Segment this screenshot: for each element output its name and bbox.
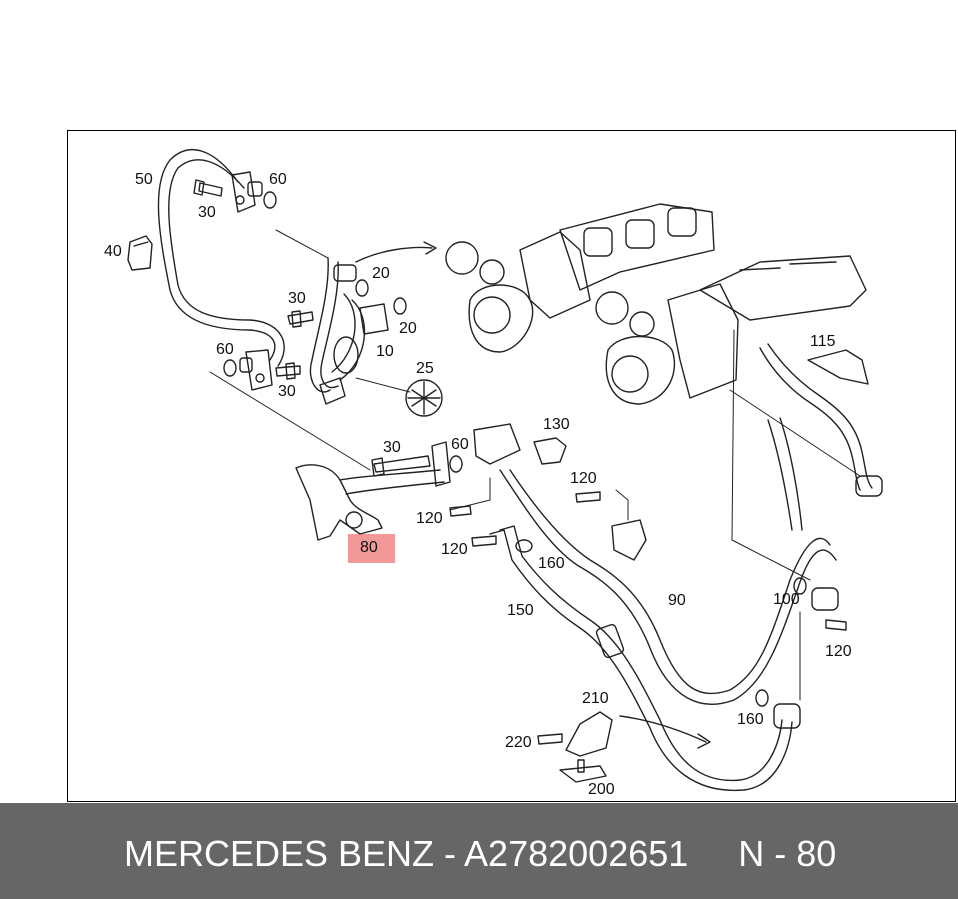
label-60-center: 60 (451, 436, 469, 453)
bolt-220 (537, 733, 563, 745)
pipe-50 (157, 149, 285, 367)
label-20-right: 20 (399, 320, 417, 337)
pipe-90 (473, 423, 837, 705)
label-60-top: 60 (269, 171, 287, 188)
label-90: 90 (668, 592, 686, 609)
label-220: 220 (505, 734, 532, 751)
fitting-20-top (333, 264, 369, 297)
bolt-30-lower (275, 362, 301, 380)
label-120-center: 120 (416, 510, 443, 527)
label-60-left: 60 (216, 341, 234, 358)
fitting-160-right (755, 689, 801, 729)
exhaust-manifold-lower (699, 255, 867, 321)
turbocharger-upper (445, 231, 591, 353)
clip-130 (533, 437, 567, 465)
flange-60-center (431, 441, 463, 487)
label-30-center: 30 (383, 439, 401, 456)
direction-arrows (355, 241, 437, 263)
flange-upper-pipe50 (231, 171, 277, 213)
footer-caption: MERCEDES BENZ - A2782002651 N - 80 (124, 833, 837, 874)
label-210: 210 (582, 690, 609, 707)
label-200: 200 (588, 781, 615, 798)
label-160-center: 160 (538, 555, 565, 572)
bracket-210 (565, 711, 711, 757)
label-25: 25 (416, 360, 434, 377)
bracket-200 (559, 759, 607, 783)
label-20-top: 20 (372, 265, 390, 282)
label-30-lower: 30 (278, 383, 296, 400)
highlight-80 (348, 534, 395, 563)
label-50: 50 (135, 171, 153, 188)
fitting-20-right (359, 297, 407, 335)
pipe-80 (295, 464, 445, 541)
label-120-lower: 120 (441, 541, 468, 558)
pipe-10 (309, 257, 366, 405)
hose-lower-right (767, 417, 803, 531)
flange-lower-pipe50 (223, 349, 273, 391)
filter-25 (405, 379, 443, 417)
label-30-middle: 30 (288, 290, 306, 307)
parts-diagram-drawing (127, 149, 883, 792)
label-10: 10 (376, 343, 394, 360)
footer-bar (0, 803, 958, 899)
bolt-30-center (371, 455, 431, 477)
label-120-far-right: 120 (825, 643, 852, 660)
label-40: 40 (104, 243, 122, 260)
clip-40 (127, 235, 153, 271)
label-80: 80 (360, 539, 378, 556)
label-30-top: 30 (198, 204, 216, 221)
label-130: 130 (543, 416, 570, 433)
bolt-30-middle (287, 310, 314, 328)
label-100: 100 (773, 591, 800, 608)
fitting-100 (793, 577, 839, 611)
diagram-frame (67, 130, 956, 802)
label-160-right: 160 (737, 711, 764, 728)
label-120-right: 120 (570, 470, 597, 487)
exhaust-manifold-upper (559, 203, 715, 291)
label-150: 150 (507, 602, 534, 619)
pipe-150 (489, 525, 793, 792)
leader-lines (209, 229, 861, 701)
pipe-115 (759, 343, 883, 497)
turbocharger-lower (595, 283, 739, 405)
bolt-30-top (193, 179, 223, 197)
label-115: 115 (810, 333, 836, 350)
